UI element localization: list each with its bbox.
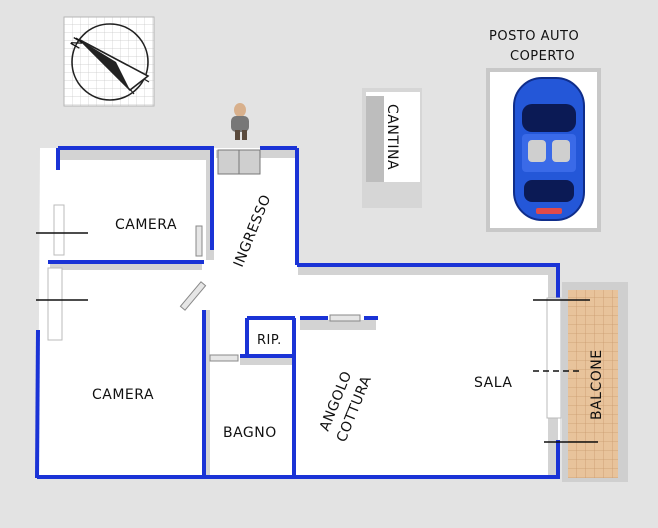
camera-top-label: CAMERA: [115, 217, 177, 233]
cantina-label: CANTINA: [384, 104, 400, 170]
cantina-box: CANTINA: [362, 88, 422, 208]
balcony-area: BALCONE: [562, 282, 628, 482]
apartment-floor: [38, 148, 560, 478]
ripostiglio-label: RIP.: [257, 333, 282, 348]
sala-label: SALA: [474, 375, 512, 391]
entrance-door: [217, 149, 261, 175]
bagno-label: BAGNO: [223, 425, 277, 441]
parking-label-line2: COPERTO: [510, 49, 575, 64]
balcone-label: BALCONE: [589, 349, 605, 420]
compass-icon: N: [63, 16, 155, 107]
parking-label-line1: POSTO AUTO: [489, 29, 579, 44]
interior-doors: [179, 225, 361, 362]
blue-walls: [35, 146, 560, 479]
windows: [36, 204, 598, 443]
car-icon: [513, 77, 585, 221]
person-icon: [231, 103, 249, 140]
camera-bottom-label: CAMERA: [92, 387, 154, 403]
